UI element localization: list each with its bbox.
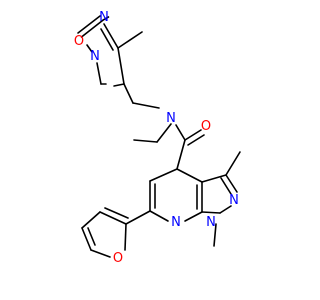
atom-label-n: N	[99, 10, 109, 25]
bond	[225, 151, 241, 176]
bond	[201, 174, 227, 183]
bond	[156, 123, 172, 143]
atom-label-o: O	[74, 34, 84, 49]
bond	[123, 83, 134, 104]
bond	[225, 174, 238, 193]
bond	[149, 168, 178, 182]
atom-labels: N O N N O N N N O	[74, 10, 239, 266]
bond	[184, 211, 203, 222]
bond	[220, 177, 232, 195]
bond	[90, 249, 111, 258]
atom-label-n: N	[229, 193, 239, 208]
bond	[87, 227, 96, 246]
atom-label-n: N	[166, 111, 176, 126]
bond	[104, 207, 129, 219]
atom-label-o: O	[201, 119, 211, 134]
bond	[77, 15, 101, 34]
atom-label-n: N	[206, 215, 216, 230]
bond	[149, 210, 169, 222]
bond	[102, 16, 110, 21]
bond	[113, 83, 125, 87]
bond	[187, 134, 205, 146]
molecule-structure: N O N N O N N N O	[74, 10, 241, 266]
bond	[100, 28, 114, 51]
atom-label-o: O	[113, 251, 123, 266]
bond	[80, 18, 105, 38]
bond	[86, 44, 93, 53]
bond	[213, 223, 217, 247]
bond	[132, 102, 160, 109]
bond	[125, 210, 151, 225]
bond	[81, 211, 101, 229]
bond	[176, 139, 186, 170]
bond	[81, 227, 92, 251]
bond	[96, 62, 102, 85]
bond-group	[77, 15, 241, 258]
atom-label-n: N	[90, 49, 100, 64]
bond	[117, 47, 125, 85]
bond	[201, 211, 221, 214]
bond	[133, 139, 158, 143]
bond	[184, 129, 202, 141]
bond	[99, 211, 127, 225]
bond	[175, 124, 186, 141]
atom-label-n: N	[171, 215, 181, 230]
bond	[117, 31, 143, 49]
bond	[103, 23, 119, 49]
bond	[219, 205, 232, 214]
bond	[176, 168, 203, 183]
bond	[124, 223, 127, 251]
